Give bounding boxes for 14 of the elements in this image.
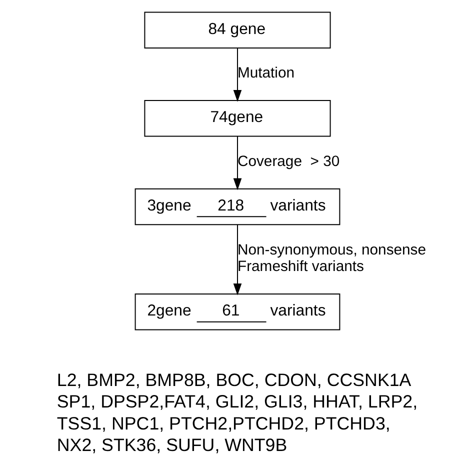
node-box: 2gene 61 variants [134,294,340,330]
label: TSS1, NPC1, PTCH2,PTCHD2, PTCHD3, [56,413,390,434]
arrow [232,224,242,296]
node-box: 84 gene [144,12,330,48]
edge-label: Mutation [237,66,294,82]
node-box: 74gene [144,100,330,137]
label: L2, BMP2, BMP8B, BOC, CDON, CCSNK1A [56,370,411,390]
node-box: 3gene 218 variants [134,188,340,226]
arrow [232,48,242,102]
label: SP1, DPSP2,FAT4, GLI2, GLI3, HHAT, LRP2, [56,392,418,412]
edge-label: Non-synonymous, nonsense Frameshift variants [237,242,426,276]
arrow [232,136,242,190]
edge-label: Coverage > 30 [237,154,340,170]
label: NX2, STK36, SUFU, WNT9B [56,435,287,456]
